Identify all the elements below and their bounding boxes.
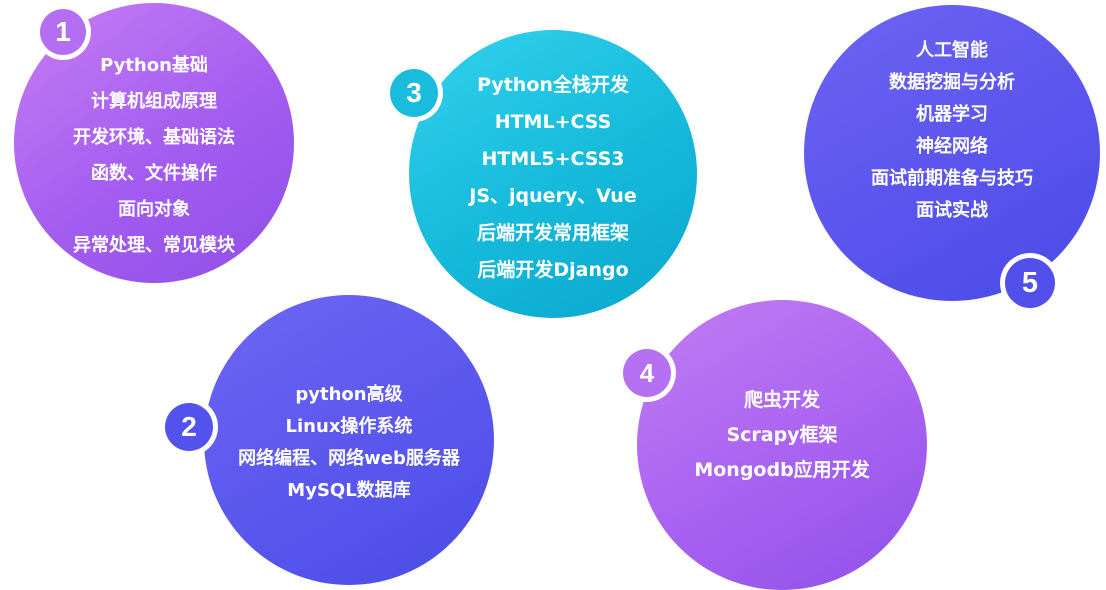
stage-5-circle: 人工智能 数据挖掘与分析 机器学习 神经网络 面试前期准备与技巧 面试实战 [804, 5, 1100, 301]
stage-5-item: 机器学习 [916, 104, 988, 125]
stage-1-item: 异常处理、常见模块 [73, 235, 235, 256]
stage-4-badge: 4 [618, 344, 676, 402]
stage-3-item: HTML+CSS [494, 111, 612, 133]
stage-1-badge: 1 [35, 4, 91, 60]
stage-1-item: 面向对象 [118, 199, 190, 220]
stage-3-badge: 3 [385, 64, 443, 122]
stage-1-number: 1 [40, 9, 86, 55]
stage-3-item: JS、jquery、Vue [469, 185, 637, 207]
stage-2-badge: 2 [160, 398, 218, 456]
stage-5-item: 人工智能 [916, 40, 988, 61]
stage-3-number: 3 [390, 69, 438, 117]
stage-1-item: 函数、文件操作 [91, 163, 217, 184]
stage-3-item: HTML5+CSS3 [481, 148, 625, 170]
stage-3-circle: Python全栈开发 HTML+CSS HTML5+CSS3 JS、jquery… [409, 30, 697, 318]
stage-5-badge: 5 [1000, 253, 1060, 313]
stage-4-item: Scrapy框架 [726, 423, 838, 446]
stage-1-item: Python基础 [100, 55, 208, 76]
stage-3-item: Python全栈开发 [477, 74, 629, 96]
stage-5-item: 面试前期准备与技巧 [871, 168, 1033, 189]
stage-4-item: Mongodb应用开发 [694, 458, 870, 481]
stage-4-item: 爬虫开发 [743, 388, 820, 411]
stage-4-number: 4 [623, 349, 671, 397]
stage-3-item: 后端开发Django [477, 259, 629, 281]
stage-2-circle: python高级 Linux操作系统 网络编程、网络web服务器 MySQL数据… [204, 295, 494, 585]
stage-5-number: 5 [1005, 258, 1055, 308]
stage-5-item: 面试实战 [916, 200, 988, 221]
stage-2-item: MySQL数据库 [287, 480, 411, 501]
stage-2-number: 2 [165, 403, 213, 451]
stage-5-item: 神经网络 [916, 136, 988, 157]
stage-2-item: Linux操作系统 [285, 416, 413, 437]
stage-2-item: 网络编程、网络web服务器 [238, 448, 460, 469]
stage-1-circle: Python基础 计算机组成原理 开发环境、基础语法 函数、文件操作 面向对象 … [14, 3, 294, 283]
stage-1-item: 开发环境、基础语法 [73, 127, 235, 148]
stage-5-item: 数据挖掘与分析 [889, 72, 1015, 93]
stage-4-circle: 爬虫开发 Scrapy框架 Mongodb应用开发 [637, 300, 927, 590]
stage-1-item: 计算机组成原理 [91, 91, 217, 112]
stage-3-item: 后端开发常用框架 [476, 222, 629, 244]
stage-2-item: python高级 [295, 384, 403, 405]
